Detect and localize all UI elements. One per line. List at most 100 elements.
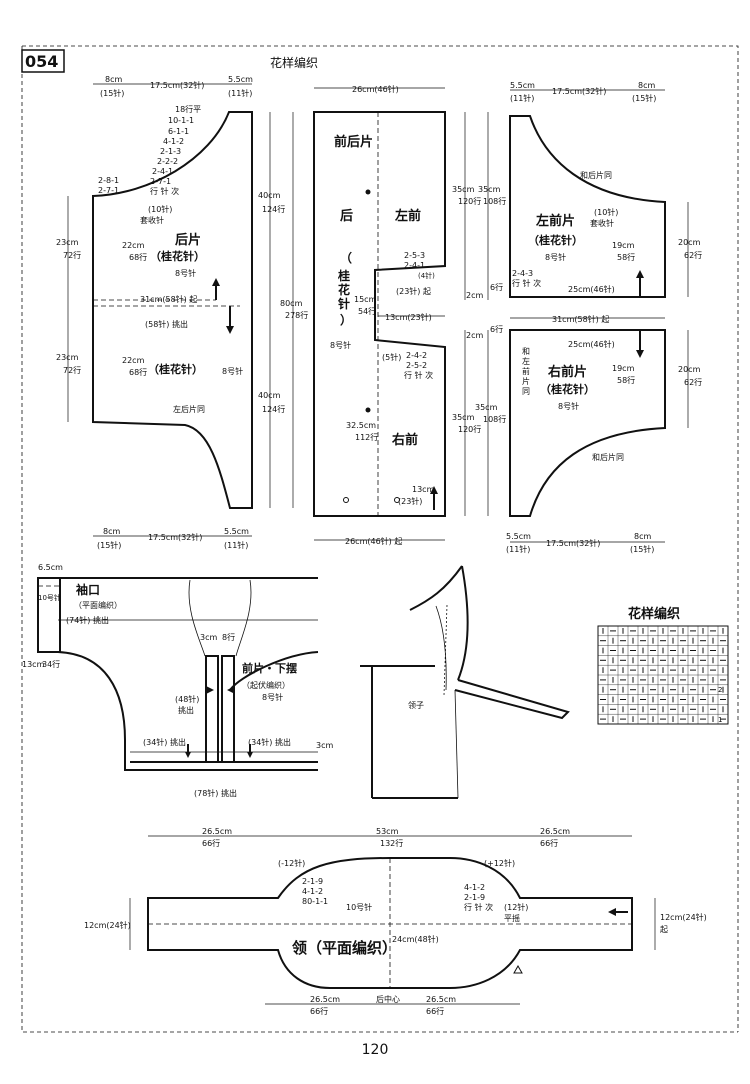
back-h1: 23cm [56,238,79,247]
sl-cuff-pattern: （平面编织） [74,600,122,610]
page-number: 120 [361,1042,389,1058]
strip-d325: 32.5cm [346,421,376,430]
back-dec-1: 10-1-1 [168,116,194,125]
fp-d2r: 6行 [490,282,503,292]
back-bot-2: 17.5cm(32针) [148,532,202,542]
fp-d35br: 108行 [483,196,506,206]
strip-t2-1: 2-4-2 [406,351,427,360]
sl-p48: (48针) [175,694,199,704]
rf-and-left-0: 和 [522,347,530,356]
fp-d2b: 2cm [466,331,483,340]
lf-c19r: 58行 [617,252,635,262]
rf-w25: 25cm(46针) [568,339,615,349]
chart-row-num2: 1 [718,716,722,724]
rf-bot-4: (15针) [630,544,654,554]
back-h40br: 124行 [262,404,285,414]
collar-tl-2: 80-1-1 [302,897,328,906]
collar-tr-2: 行 针 次 [464,902,493,912]
back-armhole-note: 套收针 [140,215,164,225]
fp-d35: 35cm [452,185,475,194]
collar-d265ar: 66行 [202,838,220,848]
collar-d265c: 26.5cm [310,995,340,1004]
back-armhole: (10针) [148,204,172,214]
back-piece: 后片 （桂花针） 8号针 （桂花针） 8号针 (10针) 套收针 31cm(58… [56,75,308,550]
lf-top-0: 5.5cm [510,81,535,90]
sl-d13: 13cm [22,660,45,669]
lf-t-1: 行 针 次 [512,278,541,288]
back-subtitle2: （桂花针） [148,362,203,376]
lf-t-0: 2-4-3 [512,269,533,278]
lf-top-2: 17.5cm(32针) [552,86,606,96]
strip-title: 前后片 [334,134,373,150]
strip-d15r: 54行 [358,306,376,316]
strip-bottom: 26cm(46针) 起 [345,536,402,546]
strip-t2-2: 2-5-2 [406,361,427,370]
collar-tr-0: 4-1-2 [464,883,485,892]
back-pickup: (58针) 挑出 [145,319,188,329]
back-top-4: (11针) [228,88,252,98]
sl-p48b: 挑出 [178,705,194,715]
strip-pattern-1: 桂 [337,268,350,283]
fp-d35d: 35cm [475,403,498,412]
front-back-strip: 前后片 后 左前 右前 （ 桂 花 针 ） 8号针 26cm(46针) 26cm… [313,84,446,546]
lf-c19: 19cm [612,241,635,250]
assembly-diagram: 袖口 （平面编织） 6.5cm 10号针 (74针) 挑出 13cm 34行 3… [22,563,333,798]
strip-needle: 8号针 [330,340,351,350]
collar-d265a: 26.5cm [202,827,232,836]
lf-w25: 25cm(46针) [568,284,615,294]
back-bot-1: (15针) [97,540,121,550]
strip-t1-1: 2-4-1 [404,261,425,270]
sl-d3: 3cm [200,633,217,642]
sl-d65: 6.5cm [38,563,63,572]
sl-cuff: 袖口 [76,582,100,597]
collar-m12: (-12针) [278,858,305,868]
back-top-1: (15针) [100,88,124,98]
back-dec-0: 18行平 [175,104,201,114]
collar-tl-1: 4-1-2 [302,887,323,896]
rf-bot-1: (11针) [506,544,530,554]
chart-row-num: 2 [718,686,722,694]
sl-d3b: 3cm [316,741,333,750]
strip-pattern-2: 花 [338,282,350,297]
collar-center: 后中心 [376,994,400,1004]
lf-armhole-note: 套收针 [590,218,614,228]
back-c2r: 68行 [129,367,147,377]
rf-c19: 19cm [612,364,635,373]
collar-needle: 10号针 [346,902,372,912]
strip-left: 左前 [395,208,421,224]
strip-t1-2: (4针) [418,271,435,280]
collar-d265br: 66行 [540,838,558,848]
collar-plain: (12针) [504,902,528,912]
back-c1: 22cm [122,241,145,250]
rf-and-left-3: 片 [522,376,530,386]
back-needle2: 8号针 [222,366,243,376]
rf-d20: 20cm [678,365,701,374]
pattern-number: 054 [25,52,58,71]
sl-p34b: (34针) 挑出 [248,737,291,747]
lf-top-4: (15针) [632,93,656,103]
fp-d35r: 120行 [458,196,481,206]
back-dec-5: 2-2-2 [157,157,178,166]
pattern-title: 花样编织 [270,55,318,70]
lf-title: 左前片 [536,213,575,229]
back-h2: 23cm [56,353,79,362]
sl-front-label: 前片・下摆 [242,661,297,675]
back-dec-4: 2-1-3 [160,147,181,156]
collar-label: 领子 [408,700,424,710]
back-bot-4: (11针) [224,540,248,550]
strip-d13: 13cm(23针) [385,312,432,322]
back-top-3: 5.5cm [228,75,253,84]
sl-p74: (74针) 挑出 [66,615,109,625]
strip-b13: 13cm [412,485,435,494]
collar-tl-0: 2-1-9 [302,877,323,886]
back-title: 后片 [175,232,201,248]
strip-t2-3: 行 针 次 [404,370,433,380]
left-front-piece: 左前片 （桂花针） 8号针 和后片同 (10针) 套收针 19cm 58行 2-… [509,81,702,298]
back-c2: 22cm [122,356,145,365]
lf-needle: 8号针 [545,252,566,262]
sl-p78: (78针) 挑出 [194,788,237,798]
collar-title: 领（平面编织） [291,939,397,957]
back-bot-3: 5.5cm [224,527,249,536]
